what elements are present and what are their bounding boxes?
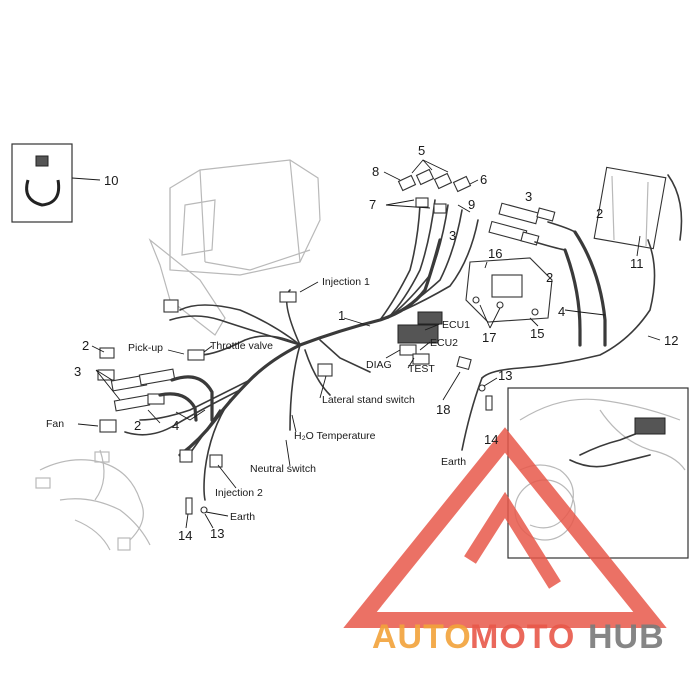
label-pick-up: Pick-up [128, 342, 163, 354]
label-test: TEST [408, 363, 435, 375]
watermark-text-hub: HUB [588, 618, 665, 656]
part-number-15: 15 [530, 326, 544, 341]
label-earth-right: Earth [441, 456, 466, 468]
ecu-module [465, 257, 553, 329]
part-number-6: 6 [480, 172, 487, 187]
part-number-3-right-bottom: 3 [449, 228, 456, 243]
part-number-5: 5 [418, 143, 425, 158]
ghost-harness-lower-left [35, 449, 151, 551]
label-neutral-switch: Neutral switch [250, 463, 316, 475]
part-number-10: 10 [104, 173, 118, 188]
label-injection-1: Injection 1 [322, 276, 370, 288]
part-number-16: 16 [488, 246, 502, 261]
top-connector-cluster [383, 159, 479, 214]
part-number-7: 7 [369, 197, 376, 212]
left-connector-group [91, 345, 214, 424]
label-lateral-stand-switch: Lateral stand switch [322, 394, 415, 406]
part-number-3-right-top: 3 [525, 189, 532, 204]
part-10-inset [11, 143, 101, 223]
label-h2o-temperature: H₂O Temperature [294, 430, 376, 442]
part-number-2-right-bottom: 2 [546, 270, 553, 285]
label-throttle-valve: Throttle valve [210, 340, 273, 352]
part-number-13-left: 13 [210, 526, 224, 541]
part-number-14-left: 14 [178, 528, 192, 543]
part-number-17: 17 [482, 330, 496, 345]
part-number-13-right: 13 [498, 368, 512, 383]
label-ecu2: ECU2 [430, 337, 458, 349]
part-number-2-left-top: 2 [82, 338, 89, 353]
watermark-logo [343, 427, 667, 628]
part-number-4-right: 4 [558, 304, 565, 319]
main-wiring-harness [124, 199, 479, 501]
part-number-18: 18 [436, 402, 450, 417]
part-number-9: 9 [468, 197, 475, 212]
part-number-8: 8 [372, 164, 379, 179]
label-ecu1: ECU1 [442, 319, 470, 331]
label-fan: Fan [46, 418, 64, 430]
label-leaders [77, 281, 441, 517]
part-number-3-left: 3 [74, 364, 81, 379]
earth-bolts-right [442, 355, 498, 451]
part-number-1: 1 [338, 308, 345, 323]
harness-connectors [99, 291, 443, 468]
part-number-12: 12 [664, 333, 678, 348]
watermark-text-moto: MOTO [470, 618, 575, 656]
part-number-2-right-top: 2 [596, 206, 603, 221]
label-diag: DIAG [366, 359, 392, 371]
part-number-4-left: 4 [172, 418, 179, 433]
watermark-text-auto: AUTO [372, 618, 472, 656]
earth-bolts-left [185, 497, 214, 529]
label-earth-left: Earth [230, 511, 255, 523]
label-injection-2: Injection 2 [215, 487, 263, 499]
part-number-11: 11 [630, 256, 644, 271]
part-number-2-left-bottom: 2 [134, 418, 141, 433]
part-number-14-right: 14 [484, 432, 498, 447]
right-cables-and-battery [481, 166, 683, 379]
airbox-outline [148, 159, 321, 336]
